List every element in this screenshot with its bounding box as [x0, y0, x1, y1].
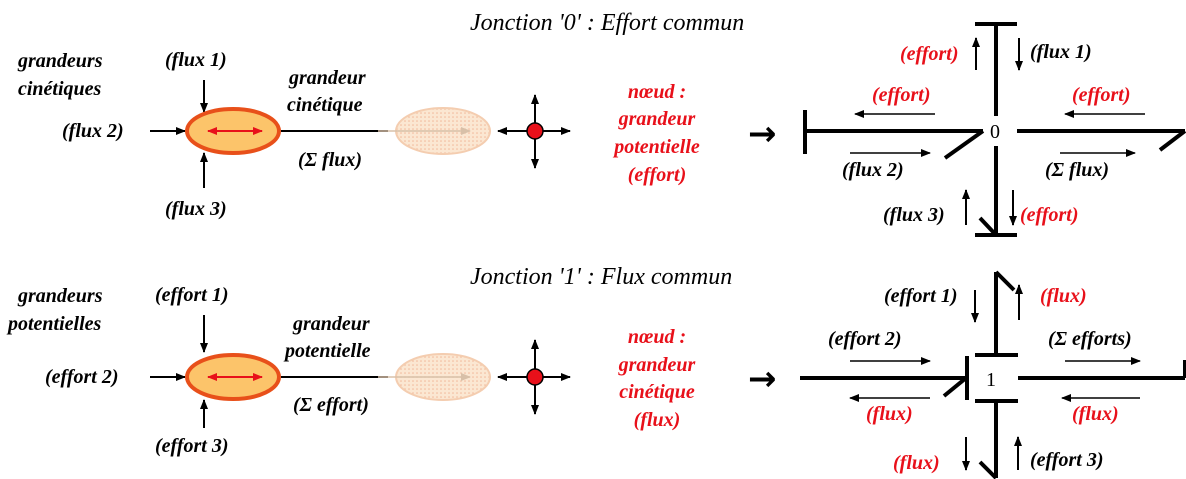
input-3-label: (effort 3)	[155, 435, 229, 457]
bg-effort-up-label: (effort)	[900, 43, 959, 65]
node-label-2: grandeur	[618, 354, 696, 376]
inputs-label-line2: potentielles	[6, 313, 102, 335]
bg-effort-left-label: (effort)	[872, 84, 931, 106]
node-label-3: cinétique	[619, 381, 695, 403]
junction-1-title: Jonction '1' : Flux commun	[470, 264, 732, 290]
node-label-3: potentielle	[612, 136, 700, 158]
junction-0-title: Jonction '0' : Effort commun	[470, 10, 744, 36]
node-dot	[526, 368, 544, 386]
bg-flux-up-label: (flux)	[1040, 285, 1087, 307]
bond-graph-0	[803, 22, 1186, 237]
transform-arrow: →	[748, 359, 777, 399]
input-2-label: (flux 2)	[62, 120, 124, 142]
input-2-label: (effort 2)	[45, 366, 119, 388]
bg-sumflux-label: (Σ flux)	[1045, 159, 1109, 181]
bg-flux-right-label: (flux)	[1072, 403, 1119, 425]
bg-flux-down-label: (flux)	[893, 452, 940, 474]
input-3-label: (flux 3)	[165, 198, 227, 220]
junction-0-symbol: 0	[990, 121, 1000, 143]
node-dot	[526, 122, 544, 140]
output-label-line2: potentielle	[283, 340, 371, 362]
output-label-line2: cinétique	[287, 94, 363, 116]
bg-flux3-label: (flux 3)	[883, 204, 945, 226]
junction-1-section: Jonction '1' : Flux commun grandeurs pot…	[6, 264, 1186, 479]
bond-graph-1	[800, 270, 1186, 479]
output-label-line1: grandeur	[292, 313, 370, 335]
inputs-label-line2: cinétiques	[18, 78, 102, 100]
input-1-label: (effort 1)	[155, 284, 229, 306]
bg-effort2-label: (effort 2)	[828, 328, 902, 350]
sum-label: (Σ flux)	[298, 149, 362, 171]
output-label-line1: grandeur	[288, 67, 366, 89]
node-label-4: (effort)	[628, 164, 687, 186]
bg-effort1-label: (effort 1)	[884, 285, 958, 307]
bg-flux2-label: (flux 2)	[842, 159, 904, 181]
bg-flux-left-label: (flux)	[866, 403, 913, 425]
bg-flux1-label: (flux 1)	[1030, 41, 1092, 63]
inputs-label-line1: grandeurs	[17, 285, 103, 307]
bg-effort-right-label: (effort)	[1072, 84, 1131, 106]
node-label-1: nœud :	[628, 326, 686, 348]
node-label-1: nœud :	[628, 81, 686, 103]
input-1-label: (flux 1)	[165, 49, 227, 71]
bg-effort3-label: (effort 3)	[1030, 449, 1104, 471]
node-label-4: (flux)	[634, 409, 681, 431]
transform-arrow: →	[748, 114, 777, 154]
bg-sumefforts-label: (Σ efforts)	[1048, 328, 1132, 350]
node-label-2: grandeur	[618, 108, 696, 130]
inputs-label-line1: grandeurs	[17, 50, 103, 72]
sum-label: (Σ effort)	[293, 394, 369, 416]
bg-effort-down-label: (effort)	[1020, 204, 1079, 226]
junction-0-section: Jonction '0' : Effort commun grandeurs c…	[17, 10, 1186, 237]
junction-1-symbol: 1	[986, 369, 996, 391]
